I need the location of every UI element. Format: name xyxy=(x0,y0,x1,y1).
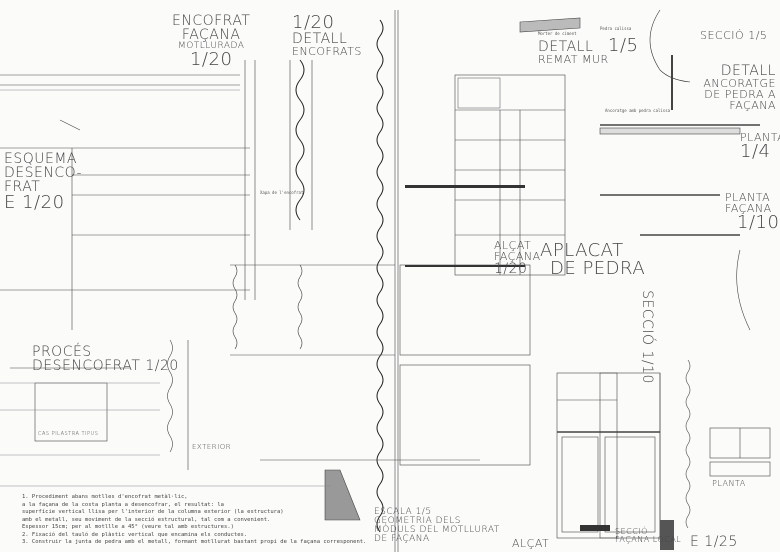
note-line: superfície vertical llisa per l'interior… xyxy=(22,509,284,515)
scale-label: 1/20 xyxy=(494,261,528,277)
annotation: Xapa de l'encofrat xyxy=(260,190,304,195)
scale-label: 1/20 xyxy=(189,49,233,70)
title-line: Alçat xyxy=(494,239,532,252)
title-line: Façana xyxy=(181,27,241,43)
title-line: mòduls del motllurat xyxy=(374,525,500,535)
note-line: 2. Fixació del tauló de plàstic vertical… xyxy=(22,531,248,538)
scale-label: 1/10 xyxy=(737,212,780,233)
title-line: Ancoratge xyxy=(703,77,776,90)
scale-label: 1/4 xyxy=(740,141,771,162)
title-line: Planta xyxy=(740,131,780,144)
title-line: Escala 1/5 xyxy=(374,507,432,517)
scale-label: E 1/25 xyxy=(690,534,738,550)
title-esquema-desencofrat: Esquema Desenco- frat E 1/20 xyxy=(4,152,82,212)
title-line: façana xyxy=(729,99,776,112)
title-aplacat-pedra: Aplacat de pedra xyxy=(540,242,645,278)
annotation: Ancoratge amb pedra calissa xyxy=(605,108,671,113)
note-line: 3. Construir la junta de pedra amb el me… xyxy=(22,539,367,545)
note-line: amb el metall, seu moviment de la secció… xyxy=(22,516,271,523)
title-line: Detall xyxy=(538,39,594,55)
annotation: Morter de ciment xyxy=(538,31,577,36)
title-line: de façana xyxy=(374,534,430,544)
general-notes: 1. Procediment abans motlles d'encofrat … xyxy=(22,494,366,547)
title-line: frat xyxy=(4,179,41,195)
title-line: de pedra a xyxy=(704,88,776,101)
title-seccio-110: Secció 1/10 xyxy=(638,290,655,384)
facade-profile xyxy=(376,19,384,533)
title-alcat: Alçat xyxy=(512,537,550,550)
title-detall-ancoratge: Detall Ancoratge de pedra a façana xyxy=(703,64,776,111)
title-line: de pedra xyxy=(550,258,646,279)
label-exterior: Exterior xyxy=(192,443,232,451)
label-cas-pilastra: Cas Pilastra Tipus xyxy=(38,431,99,437)
title-alcat-facana: Alçat Façana 1/20 xyxy=(494,240,541,276)
title-seccio-15: Secció 1/5 xyxy=(700,29,768,42)
title-line: Detall xyxy=(292,31,348,47)
label-planta: Planta xyxy=(712,479,746,488)
title-line: Encofrat xyxy=(172,13,251,29)
title-proces-desencofrat: Procés Desencofrat 1/20 xyxy=(32,345,179,373)
title-line: Desencofrat 1/20 xyxy=(32,358,179,374)
scale-label: 1/20 xyxy=(292,12,335,33)
title-planta-facana: Planta Façana 1/10 xyxy=(725,192,779,232)
title-line: Desenco- xyxy=(4,165,83,181)
title-planta-14: Planta 1/4 xyxy=(740,132,780,161)
title-seccio-facana-local: Secció Façana local xyxy=(615,528,681,544)
title-line: Esquema xyxy=(4,151,78,167)
title-detall-remat-mur: Detall Remat mur xyxy=(538,40,609,65)
title-line: Façana xyxy=(494,250,541,263)
title-line: Remat mur xyxy=(538,53,609,66)
title-detall-encofrats: 1/20 Detall Encofrats xyxy=(292,12,362,58)
title-line: Procés xyxy=(32,344,92,360)
title-encofrat-facana: Encofrat Façana Motllurada 1/20 xyxy=(172,14,250,69)
title-line: Aplacat xyxy=(540,240,624,261)
note-line: Espessor 15cm; per al motllle a 45° (veu… xyxy=(22,524,234,530)
title-line: Motllurada xyxy=(177,41,245,51)
title-line: Secció xyxy=(615,527,648,536)
title-line: Geometria dels xyxy=(374,516,461,526)
title-geometria-moduls: Escala 1/5 Geometria dels mòduls del mot… xyxy=(374,508,500,544)
title-line: Façana xyxy=(725,202,772,215)
scale-label: E 1/20 xyxy=(4,192,65,213)
note-line: a la façana de la costa planta a desenco… xyxy=(22,501,224,508)
title-line: Encofrats xyxy=(292,45,362,58)
title-line: Façana local xyxy=(615,535,682,544)
annotation: Pedra calissa xyxy=(600,26,632,31)
title-line: Detall xyxy=(720,63,776,79)
note-line: 1. Procediment abans motlles d'encofrat … xyxy=(22,494,188,500)
title-line: Planta xyxy=(725,191,771,204)
scale-label: 1/5 xyxy=(608,35,639,56)
